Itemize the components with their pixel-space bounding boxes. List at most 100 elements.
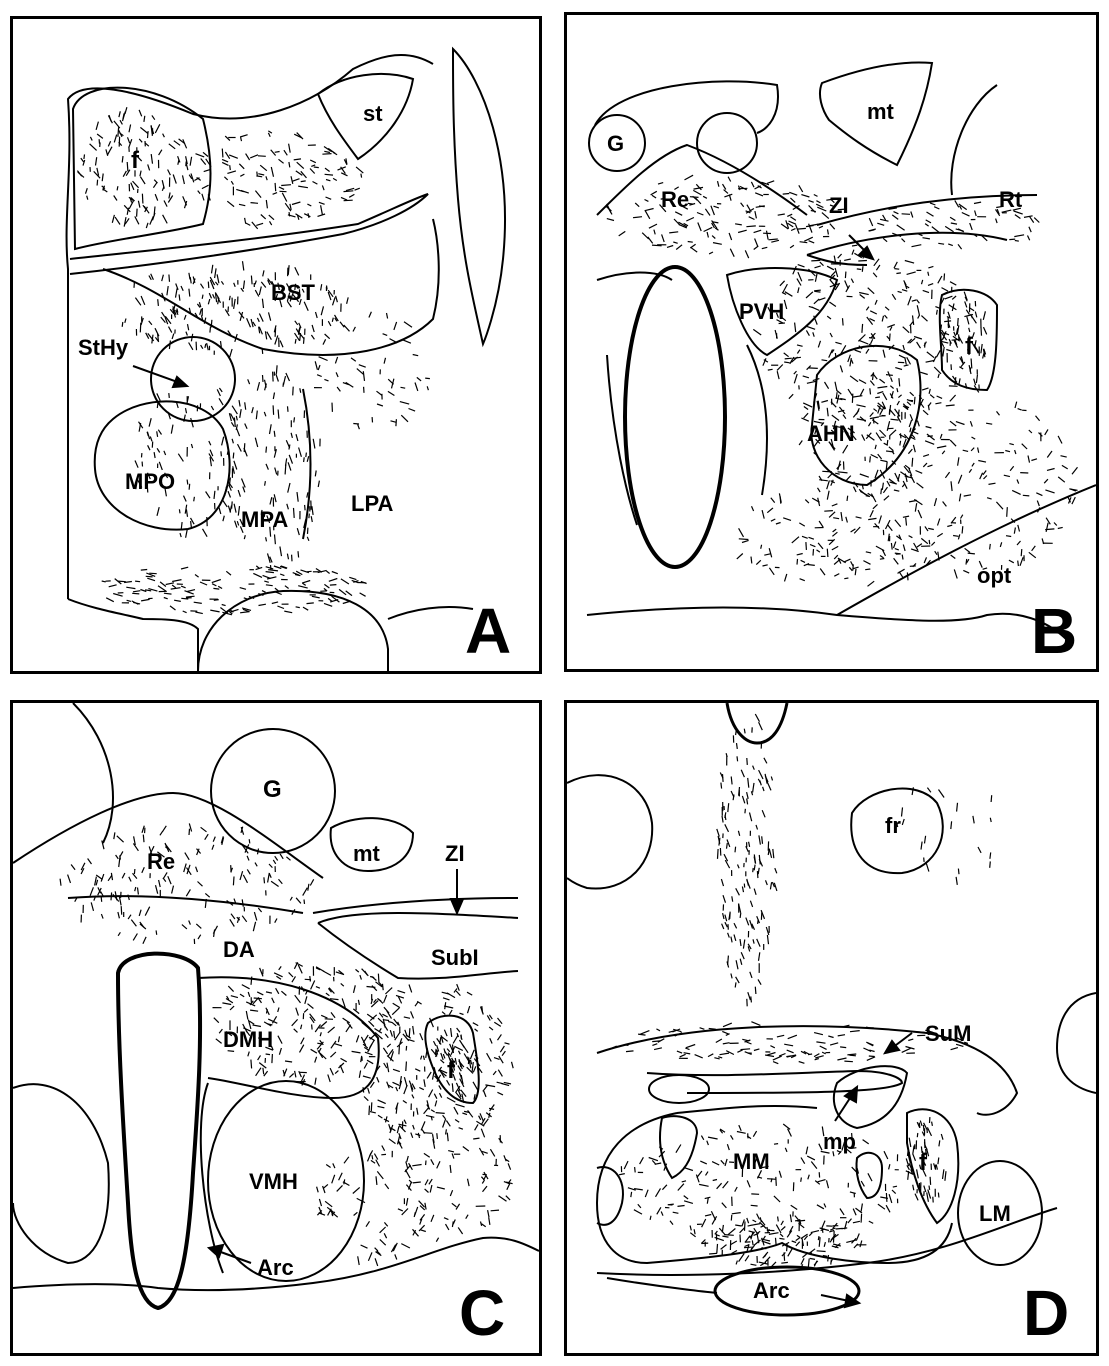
fiber-dash	[884, 306, 890, 311]
fiber-dash	[677, 1204, 685, 1207]
fiber-dash	[878, 515, 882, 524]
fiber-dash	[306, 536, 310, 542]
fiber-dash	[227, 170, 237, 174]
fiber-dash	[138, 909, 142, 917]
fiber-dash	[896, 535, 903, 541]
fiber-dash	[933, 206, 940, 210]
fiber-dash	[157, 299, 159, 306]
fiber-dash	[466, 1005, 471, 1014]
fiber-dash	[846, 495, 849, 501]
fiber-dash	[384, 987, 393, 995]
fiber-dash	[799, 241, 808, 244]
fiber-dash	[466, 1056, 471, 1062]
fiber-dash	[673, 218, 681, 226]
fiber-dash	[759, 1221, 767, 1229]
fiber-dash	[693, 189, 702, 196]
fiber-dash	[811, 306, 820, 311]
fiber-dash	[243, 597, 249, 600]
fiber-dash	[384, 1116, 388, 1123]
fiber-dash	[336, 386, 341, 392]
fiber-dash	[338, 1172, 343, 1181]
fiber-dash	[277, 282, 280, 291]
fiber-dash	[887, 524, 893, 532]
fiber-dash	[324, 150, 331, 154]
fiber-dash	[882, 237, 888, 243]
fiber-dash	[102, 188, 108, 193]
fiber-dash	[703, 226, 713, 233]
fiber-dash	[881, 549, 887, 557]
fiber-dash	[451, 1202, 457, 1208]
fiber-dash	[989, 852, 992, 859]
fiber-dash	[238, 203, 246, 207]
fiber-dash	[146, 472, 151, 480]
fiber-dash	[257, 1037, 263, 1041]
fiber-dash	[252, 1024, 262, 1028]
fiber-dash	[832, 1243, 841, 1247]
fiber-dash	[412, 1163, 422, 1167]
fiber-dash	[228, 484, 232, 491]
fiber-dash	[436, 1161, 441, 1169]
fiber-dash	[816, 487, 821, 493]
fiber-dash	[398, 1123, 407, 1127]
fiber-dash	[996, 411, 1000, 416]
fiber-dash	[126, 599, 132, 602]
fiber-dash	[758, 769, 764, 780]
fiber-dash	[324, 1018, 334, 1020]
fiber-dash	[82, 159, 86, 166]
fiber-dash	[969, 421, 973, 427]
fiber-dash	[725, 753, 728, 758]
fiber-dash	[364, 1051, 373, 1056]
fiber-dash	[214, 268, 217, 279]
fiber-dash	[221, 837, 225, 846]
fiber-dash	[783, 573, 788, 582]
fiber-dash	[306, 492, 309, 498]
fiber-dash	[923, 1122, 928, 1131]
fiber-dash	[855, 516, 862, 519]
fiber-dash	[834, 352, 837, 359]
fiber-dash	[857, 334, 866, 342]
fiber-dash	[916, 299, 920, 304]
fiber-dash	[812, 332, 815, 337]
fiber-dash	[466, 1066, 474, 1074]
fiber-dash	[173, 599, 181, 602]
fiber-dash	[164, 846, 169, 850]
fiber-dash	[689, 1232, 696, 1238]
fiber-dash	[797, 227, 806, 230]
fiber-dash	[367, 1087, 370, 1094]
fiber-dash	[922, 1124, 925, 1132]
fiber-dash	[195, 611, 203, 615]
fiber-dash	[925, 863, 930, 872]
fiber-dash	[292, 386, 294, 396]
fiber-dash	[244, 844, 250, 853]
fiber-dash	[746, 878, 749, 886]
fiber-dash	[978, 459, 987, 463]
fiber-dash	[97, 887, 102, 894]
fiber-dash	[967, 349, 970, 356]
fiber-dash	[935, 350, 941, 358]
fiber-dash	[916, 482, 924, 489]
fiber-dash	[678, 223, 688, 229]
fiber-dash	[1008, 559, 1015, 564]
fiber-dash	[89, 143, 98, 151]
panel-a-st-outline	[316, 73, 415, 161]
fiber-dash	[826, 480, 830, 490]
fiber-dash	[889, 385, 894, 389]
fiber-dash	[837, 471, 848, 474]
fiber-dash	[867, 421, 872, 427]
fiber-dash	[869, 388, 872, 395]
fiber-dash	[150, 154, 154, 164]
fiber-dash	[112, 893, 120, 902]
fiber-dash	[683, 1052, 691, 1055]
fiber-dash	[1057, 476, 1066, 483]
fiber-dash	[683, 222, 689, 227]
fiber-dash	[982, 470, 987, 476]
fiber-dash	[474, 1054, 479, 1059]
fiber-dash	[413, 1212, 416, 1218]
fiber-dash	[274, 327, 277, 337]
fiber-dash	[395, 419, 397, 427]
panel-a-commissure	[69, 193, 429, 275]
panel-d-left-lobe	[596, 1166, 624, 1226]
fiber-dash	[288, 1073, 295, 1078]
fiber-dash	[721, 1202, 727, 1209]
fiber-dash	[874, 469, 879, 479]
